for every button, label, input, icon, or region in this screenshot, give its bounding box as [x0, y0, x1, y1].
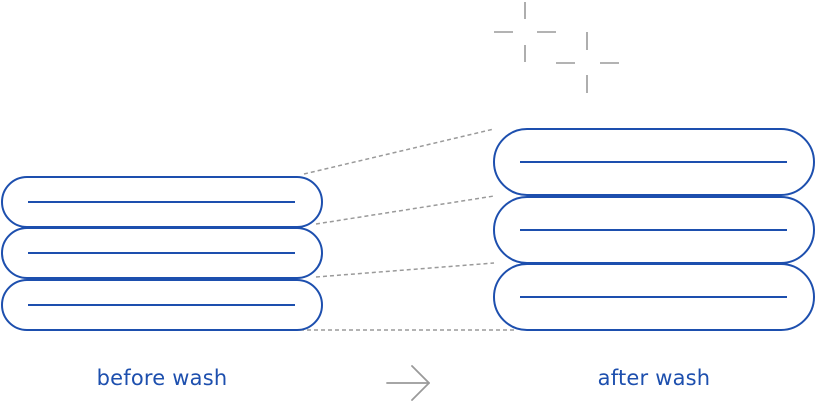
after-wash-label: after wash [597, 366, 711, 390]
after-towel [493, 196, 815, 264]
guide-line-3 [315, 262, 495, 278]
after-towel [493, 263, 815, 331]
before-wash-stack [1, 176, 323, 331]
after-towel [493, 128, 815, 196]
before-wash-label: before wash [96, 366, 228, 390]
guide-line-2 [315, 195, 495, 225]
before-towel [1, 227, 323, 279]
guide-lines [300, 128, 514, 331]
after-wash-stack [493, 128, 815, 331]
sparkle-icon [556, 32, 619, 93]
arrow-right-icon [386, 365, 430, 401]
before-towel [1, 279, 323, 331]
before-towel [1, 176, 323, 228]
sparkle-icon [494, 2, 556, 62]
guide-line-top [303, 128, 495, 175]
